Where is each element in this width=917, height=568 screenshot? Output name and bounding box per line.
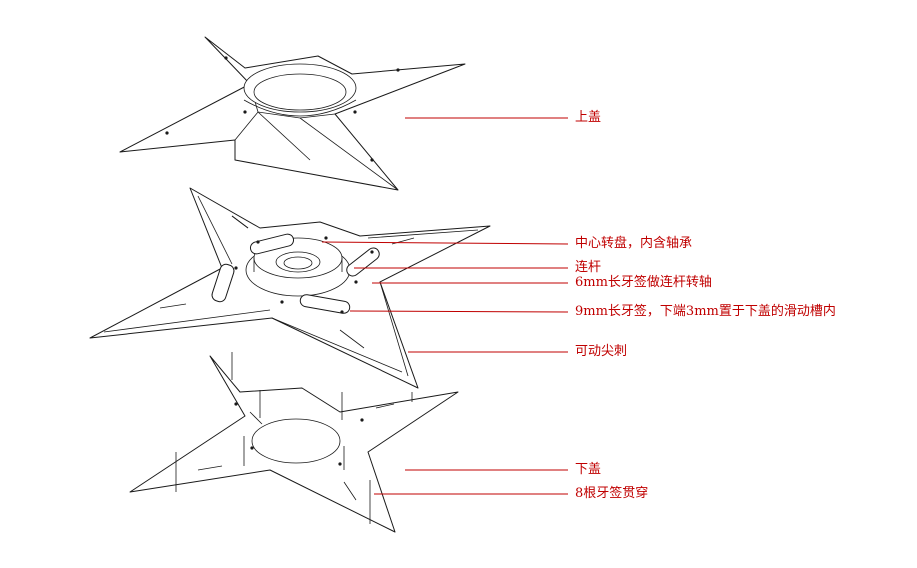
top-cover-part [119, 36, 466, 191]
label-top-cover: 上盖 [575, 110, 602, 125]
label-pivot-screw: 6mm长牙签做连杆转轴 [575, 275, 712, 290]
label-link-rod: 连杆 [575, 260, 602, 275]
middle-assembly-part [89, 187, 491, 389]
label-slide-screw: 9mm长牙签，下端3mm置于下盖的滑动槽内 [575, 304, 836, 319]
label-bottom-cover: 下盖 [575, 462, 602, 477]
leader-lines [321, 117, 569, 495]
label-center-turntable: 中心转盘，内含轴承 [575, 236, 693, 251]
leader-slide-screw [349, 310, 569, 313]
label-eight-screws: 8根牙签贯穿 [575, 486, 649, 501]
bottom-cover-part [129, 352, 459, 533]
label-movable-spike: 可动尖刺 [575, 344, 628, 359]
leader-center-turntable [321, 241, 569, 245]
